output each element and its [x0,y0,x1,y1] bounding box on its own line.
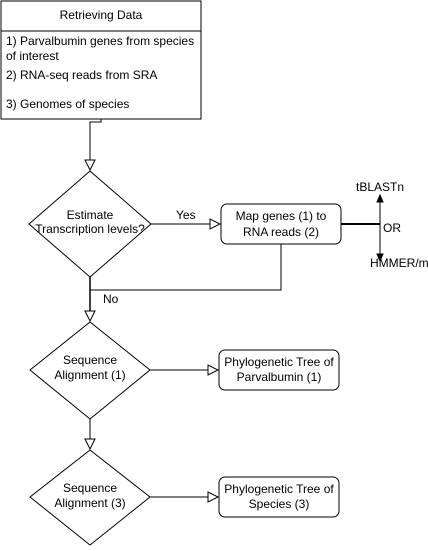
retrieve-item-1-line-2: of interest [6,49,59,63]
tree-species-line-1: Phylogenetic Tree of [224,482,334,496]
alignment-1-line-1: Sequence [63,353,117,367]
connector-map-to-alignment [90,244,282,291]
retrieve-item-3: 3) Genomes of species [6,97,129,111]
alignment-3-diamond [29,449,151,546]
decision-label-line-2: Transcription levels? [35,222,145,236]
map-genes-box: Map genes (1) to RNA reads (2) [220,203,342,245]
sequence-alignment-3: Sequence Alignment (3) [29,449,151,546]
tool-or-label: OR [383,221,401,235]
retrieving-data-box: Retrieving Data 1) Parvalbumin genes fro… [0,0,202,120]
tree-species-rect [218,476,340,518]
decision-label-line-1: Estimate [67,208,114,222]
retrieving-data-title: Retrieving Data [60,8,143,22]
map-genes-line-1: Map genes (1) to [236,209,327,223]
arrowhead [209,218,222,230]
tree-parvalbumin-box: Phylogenetic Tree of Parvalbumin (1) [218,349,340,391]
connector-alignment-1-to-alignment-3 [84,419,96,451]
tree-parvalbumin-line-2: Parvalbumin (1) [237,370,322,384]
alignment-3-line-2: Alignment (3) [54,496,125,510]
no-label: No [103,292,119,306]
decision-estimate-transcription: Estimate Transcription levels? [28,170,152,278]
yes-label: Yes [176,208,196,222]
tools-branch: tBLASTn OR HMMER/mmseqs [341,180,428,270]
map-genes-line-2: RNA reads (2) [243,225,319,239]
alignment-3-line-1: Sequence [63,481,117,495]
tool-hmmer-mmseqs: HMMER/mmseqs [370,256,428,270]
tree-parvalbumin-rect [218,349,340,391]
connector-retrieve-to-decision [84,119,102,172]
tree-species-box: Phylogenetic Tree of Species (3) [218,476,340,518]
retrieve-item-1-line-1: 1) Parvalbumin genes from species [6,34,194,48]
connector-alignment-1-to-tree-1 [150,364,220,376]
connector-yes: Yes [151,208,222,230]
arrowhead [84,310,96,323]
arrowhead [84,438,96,451]
arrowhead [207,364,220,376]
arrowhead-down [376,253,384,263]
sequence-alignment-1: Sequence Alignment (1) [29,321,151,420]
tree-species-line-2: Species (3) [249,497,310,511]
alignment-1-line-2: Alignment (1) [54,368,125,382]
tree-parvalbumin-line-1: Phylogenetic Tree of [224,355,334,369]
arrowhead-up [376,193,384,203]
retrieving-data-header [0,0,202,32]
arrowhead [84,159,96,172]
arrowhead [207,491,220,503]
tool-tblastn: tBLASTn [356,180,404,194]
connector-no: No [84,277,119,323]
retrieve-item-2: 2) RNA-seq reads from SRA [6,68,157,82]
retrieving-data-body [0,30,202,120]
connector-alignment-3-to-tree-3 [150,491,220,503]
